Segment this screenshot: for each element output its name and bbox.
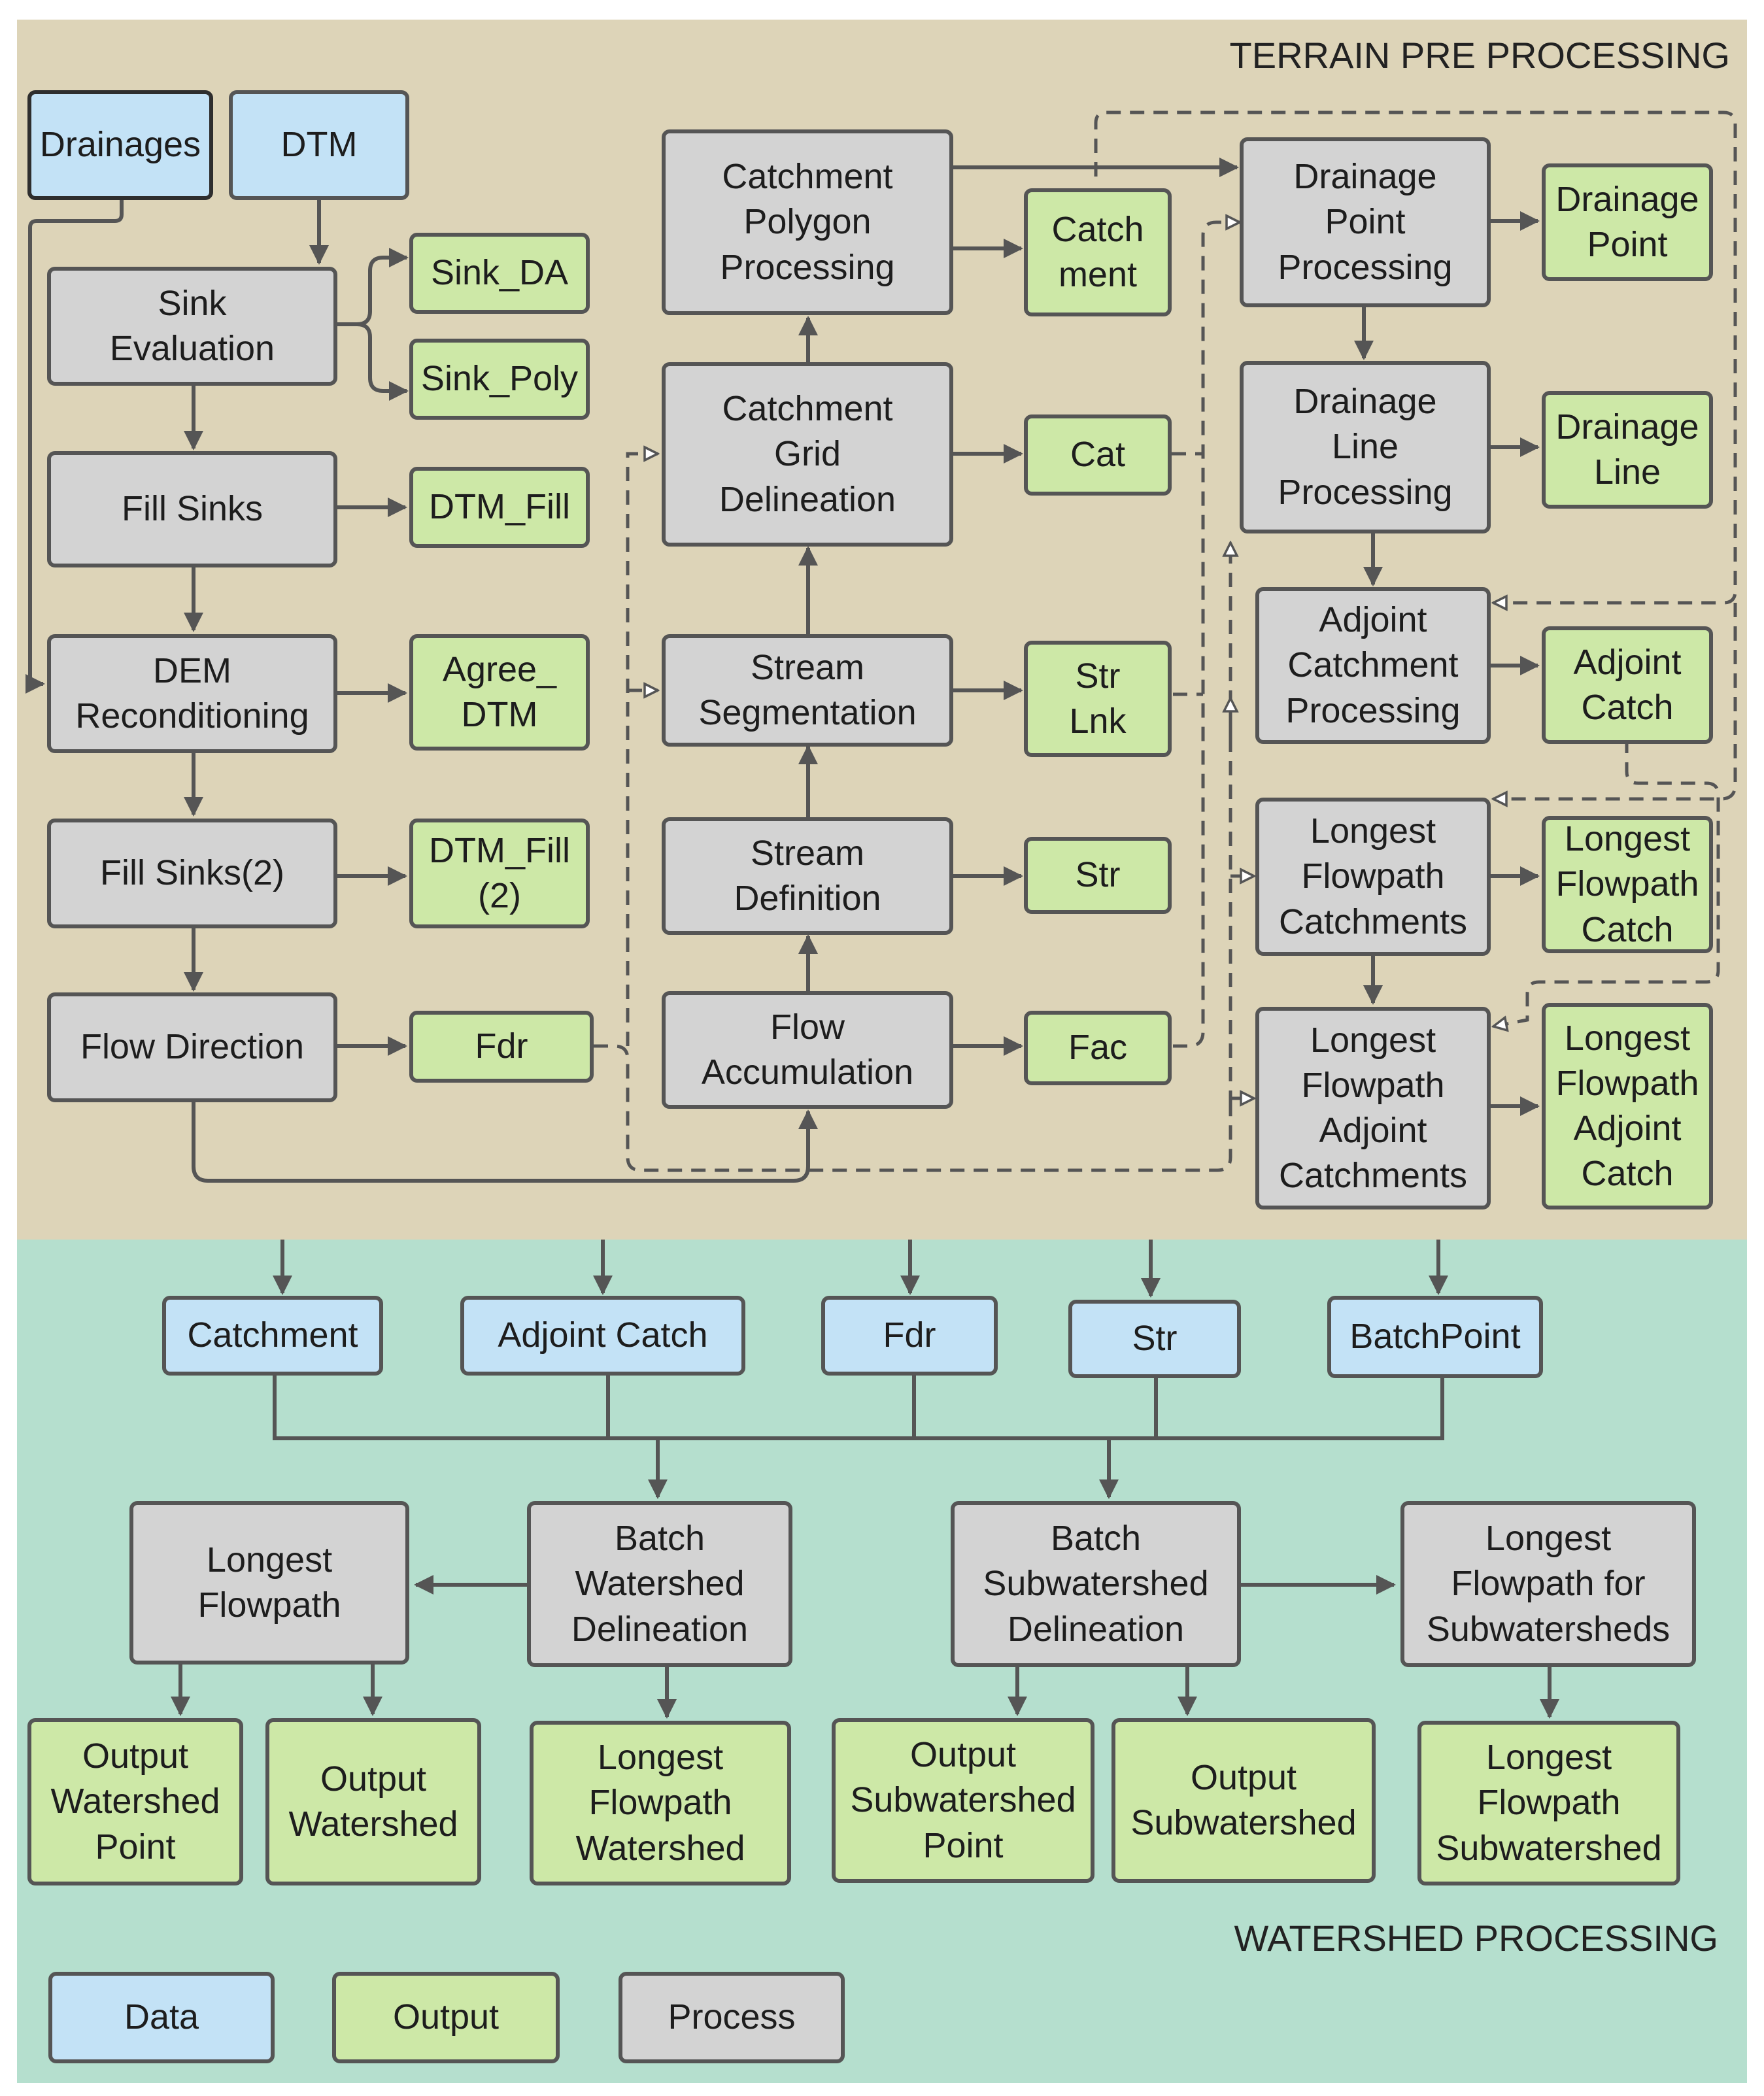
catchment-grid-delineation-process: Catchment Grid Delineation — [662, 362, 953, 547]
cat-output: Cat — [1024, 414, 1172, 496]
longest-flowpath-subwatershed-output: Longest Flowpath Subwatershed — [1417, 1721, 1680, 1885]
dtm-fill-2-output: DTM_Fill (2) — [409, 819, 590, 928]
stream-segmentation-process: Stream Segmentation — [662, 634, 953, 747]
dashed-catchment-lfc — [1493, 603, 1737, 799]
legend-data: Data — [48, 1972, 275, 2063]
legend-process: Process — [619, 1972, 845, 2063]
output-subwatershed-point: Output Subwatershed Point — [832, 1718, 1094, 1883]
dashed-connectors — [594, 110, 1737, 1172]
batch-subwatershed-delineation-process: Batch Subwatershed Delineation — [951, 1501, 1241, 1667]
stream-definition-process: Stream Definition — [662, 817, 953, 935]
connector-flowdir-flowacc — [192, 1102, 818, 1183]
longest-flowpath-catch-output: Longest Flowpath Catch — [1542, 816, 1713, 953]
dtm-data-node: DTM — [229, 90, 409, 200]
str-lnk-output: Str Lnk — [1024, 641, 1172, 757]
dashed-catchment-adj — [1094, 110, 1737, 603]
drainage-point-output: Drainage Point — [1542, 163, 1713, 281]
flow-direction-process: Flow Direction — [47, 992, 337, 1102]
catchment-input: Catchment — [162, 1296, 383, 1376]
drainage-line-processing-process: Drainage Line Processing — [1240, 361, 1491, 533]
batch-watershed-delineation-process: Batch Watershed Delineation — [527, 1501, 792, 1667]
dem-reconditioning-process: DEM Reconditioning — [47, 634, 337, 753]
adjoint-catch-output: Adjoint Catch — [1542, 626, 1713, 744]
dashed-adjcatch-lfac — [1493, 739, 1720, 1026]
connector-sink-poly — [356, 322, 409, 401]
fill-sinks-2-process: Fill Sinks(2) — [47, 819, 337, 928]
connector-sink-da — [337, 248, 409, 326]
solid-connectors — [25, 158, 1559, 1719]
sink-da-output: Sink_DA — [409, 233, 590, 314]
adjoint-catch-input: Adjoint Catch — [460, 1296, 745, 1376]
legend-output: Output — [332, 1972, 560, 2063]
output-watershed: Output Watershed — [265, 1718, 481, 1885]
dtm-fill-output: DTM_Fill — [409, 467, 590, 548]
batchpoint-input: BatchPoint — [1327, 1296, 1543, 1378]
str-output: Str — [1024, 837, 1172, 914]
longest-flowpath-adjoint-catch-output: Longest Flowpath Adjoint Catch — [1542, 1003, 1713, 1209]
fdr-input: Fdr — [821, 1296, 998, 1376]
agree-dtm-output: Agree_ DTM — [409, 634, 590, 751]
adjoint-catchment-processing-process: Adjoint Catchment Processing — [1255, 587, 1491, 744]
drainages-data-node: Drainages — [27, 90, 213, 200]
output-watershed-point: Output Watershed Point — [27, 1718, 243, 1885]
terrain-section-title: TERRAIN PRE PROCESSING — [1229, 35, 1730, 76]
flow-accumulation-process: Flow Accumulation — [662, 991, 953, 1109]
drainage-point-processing-process: Drainage Point Processing — [1240, 137, 1491, 307]
dashed-fdr-catchgrid — [626, 454, 658, 1046]
watershed-section-title: WATERSHED PROCESSING — [1234, 1918, 1718, 1959]
fill-sinks-process: Fill Sinks — [47, 451, 337, 567]
longest-flowpath-watershed-output: Longest Flowpath Watershed — [530, 1721, 791, 1885]
sink-poly-output: Sink_Poly — [409, 339, 590, 420]
longest-flowpath-process: Longest Flowpath — [129, 1501, 409, 1665]
fdr-output: Fdr — [409, 1011, 594, 1083]
dashed-fdr-loop — [594, 1044, 1232, 1172]
output-subwatershed: Output Subwatershed — [1111, 1718, 1376, 1883]
input-bus — [273, 1376, 1444, 1440]
str-input: Str — [1068, 1300, 1241, 1378]
longest-flowpath-subwatersheds-process: Longest Flowpath for Subwatersheds — [1400, 1501, 1696, 1667]
fac-output: Fac — [1024, 1011, 1172, 1085]
catchment-output: Catch ment — [1024, 188, 1172, 316]
sink-evaluation-process: Sink Evaluation — [47, 267, 337, 386]
longest-flowpath-catchments-process: Longest Flowpath Catchments — [1255, 798, 1491, 956]
longest-flowpath-adjoint-catchments-process: Longest Flowpath Adjoint Catchments — [1255, 1007, 1491, 1209]
connector-drainages-dem — [25, 199, 124, 694]
catchment-polygon-processing-process: Catchment Polygon Processing — [662, 129, 953, 315]
dashed-fac-dp — [1173, 222, 1240, 1048]
drainage-line-output: Drainage Line — [1542, 391, 1713, 509]
